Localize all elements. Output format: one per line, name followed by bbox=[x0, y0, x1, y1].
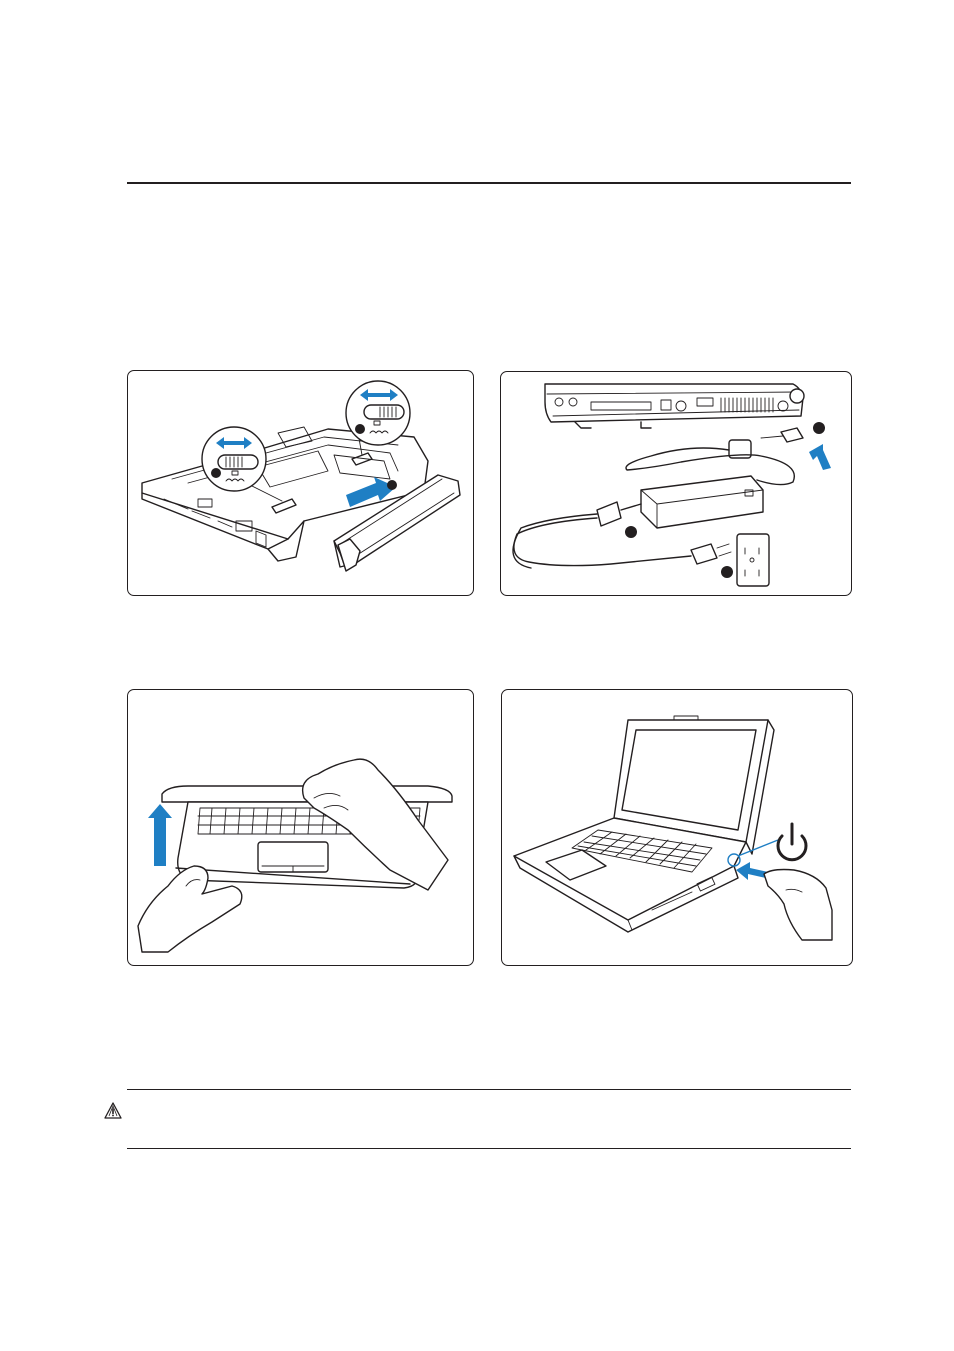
note-bottom-rule bbox=[127, 1148, 851, 1149]
warning-triangle-icon bbox=[103, 1101, 123, 1121]
power-adapter-icon bbox=[501, 372, 852, 596]
battery-slide-icon bbox=[128, 371, 474, 596]
figure-connect-ac-adapter bbox=[500, 371, 852, 596]
figure-open-display bbox=[127, 689, 474, 966]
figure-power-on bbox=[501, 689, 853, 966]
lift-arrow-icon bbox=[128, 690, 474, 966]
figure-install-battery bbox=[127, 370, 474, 596]
note-top-rule bbox=[127, 1089, 851, 1090]
power-button-icon bbox=[502, 690, 853, 966]
header-rule bbox=[127, 182, 851, 184]
